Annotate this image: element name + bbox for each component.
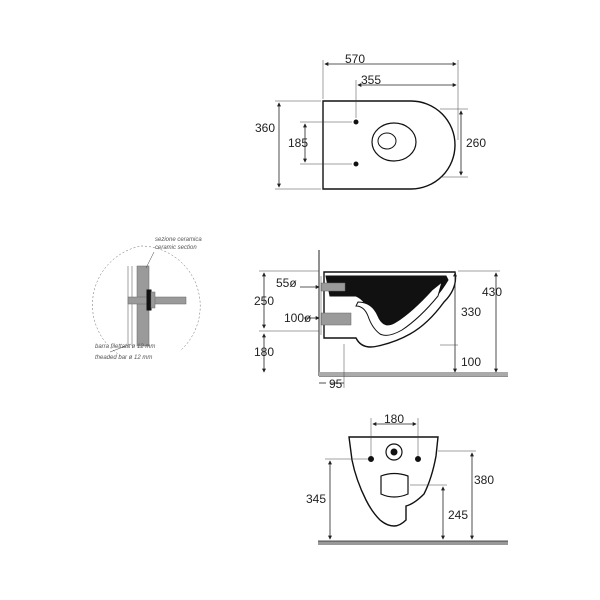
dim-fixing-distance: 355 [361,73,381,87]
dim-bowl-width: 260 [466,136,486,150]
top-view: 570 355 360 185 260 [255,52,486,190]
dim-outlet-height: 180 [254,345,274,359]
detail-nut [146,289,152,311]
dim-wall-offset: 95 [329,377,343,391]
side-view-outlet [320,312,352,326]
dim-fixing-spacing: 185 [288,136,308,150]
dim-inlet-height: 250 [254,294,274,308]
front-view: 180 345 380 245 [306,412,508,545]
dim-front-fixing-spacing: 180 [384,412,404,426]
note-bar-en: theaded bar ø 12 mm [95,355,152,361]
front-view-fixing-right [415,456,421,462]
dim-overall-height: 430 [482,285,502,299]
dim-front-base-height: 245 [448,508,468,522]
fixing-hole-lower [353,161,359,167]
front-view-fixing-left [368,456,374,462]
dim-front-overall-height: 380 [474,473,494,487]
side-view-inlet [320,282,346,292]
dim-front-outlet-height: 345 [306,492,326,506]
dim-overall-length: 570 [345,52,365,66]
dim-rim-height: 330 [461,305,481,319]
dim-outlet-diameter: 100ø [284,311,312,325]
note-section-en: ceramic section [155,245,197,251]
side-view: 55ø 100ø 250 180 430 330 100 95 [254,250,508,391]
front-view-outlet [380,472,409,498]
front-view-floor [318,541,508,545]
note-section-it: sezione ceramica [155,237,202,243]
note-bar-it: barra filettata ø 12 mm [95,344,155,350]
detail-washer [150,291,156,309]
dim-base-height: 100 [461,355,481,369]
fixing-hole-upper [353,119,359,125]
dim-inlet-diameter: 55ø [276,276,297,290]
side-view-floor-band [319,372,508,376]
detail-view: sezione ceramica ceramic section barra f… [92,237,202,361]
dim-overall-width: 360 [255,121,275,135]
top-view-drain-hole [377,132,397,150]
detail-threaded-bar [127,296,187,305]
